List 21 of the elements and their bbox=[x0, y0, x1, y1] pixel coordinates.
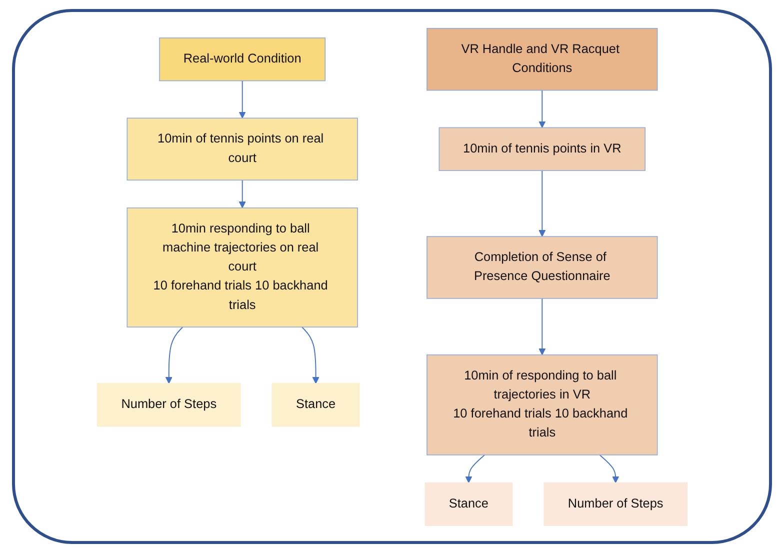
arrow bbox=[464, 454, 485, 483]
arrow bbox=[165, 326, 183, 384]
node-box bbox=[126, 206, 358, 327]
arrow bbox=[538, 89, 546, 128]
node-box bbox=[438, 126, 646, 170]
node-box bbox=[158, 36, 326, 81]
node-box bbox=[426, 354, 658, 455]
arrow bbox=[301, 326, 320, 384]
node-box bbox=[543, 482, 688, 526]
node-box bbox=[426, 27, 658, 90]
arrow bbox=[238, 80, 246, 118]
node-box bbox=[126, 117, 358, 180]
arrow bbox=[538, 170, 546, 236]
node-box bbox=[426, 236, 658, 298]
arrow bbox=[538, 297, 546, 355]
arrow bbox=[598, 454, 619, 483]
node-box bbox=[272, 382, 360, 426]
rounded-frame: Real-world Condition 10min of tennis points on real court 10min responding to ball machine trajectories on real court 10 forehand trials 10 backhand trials Number of Steps Stance VR Handle and VR Racquet Conditions 10min of tennis points in VR Completion of Sense of Presence Questionnaire 10min of responding to ball trajectories in VR 10 forehand trials 10 backhand trials Stance Number of Steps bbox=[12, 9, 772, 544]
arrow bbox=[238, 179, 246, 208]
node-box bbox=[96, 382, 241, 426]
node-box bbox=[424, 482, 512, 526]
